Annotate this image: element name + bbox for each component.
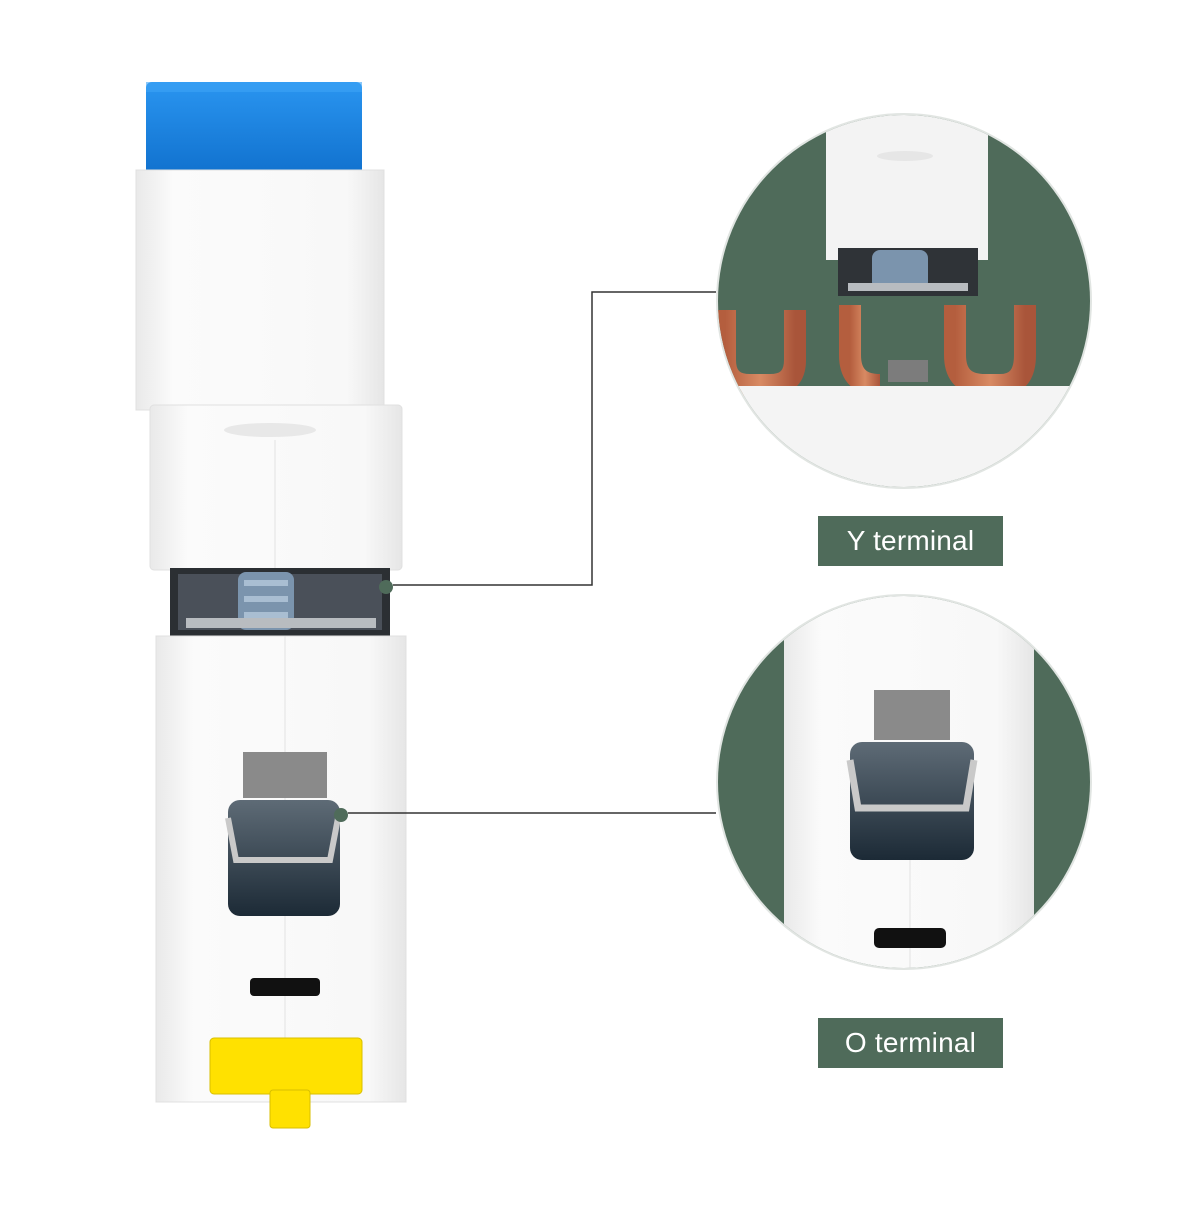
lower-terminal-clamp bbox=[243, 752, 327, 798]
callout-y-leader bbox=[379, 291, 716, 594]
upper-housing bbox=[135, 169, 385, 411]
breaker-body bbox=[135, 82, 407, 1129]
y-terminal-zoom bbox=[716, 113, 1092, 489]
y-terminal-label: Y terminal bbox=[818, 516, 1003, 566]
o-terminal-zoom bbox=[716, 594, 1092, 970]
blue-handle bbox=[146, 82, 362, 180]
callout-o-leader bbox=[334, 808, 716, 822]
indicator-slot bbox=[250, 978, 320, 996]
din-rail-clip bbox=[209, 1037, 363, 1095]
o-terminal-label: O terminal bbox=[818, 1018, 1003, 1068]
